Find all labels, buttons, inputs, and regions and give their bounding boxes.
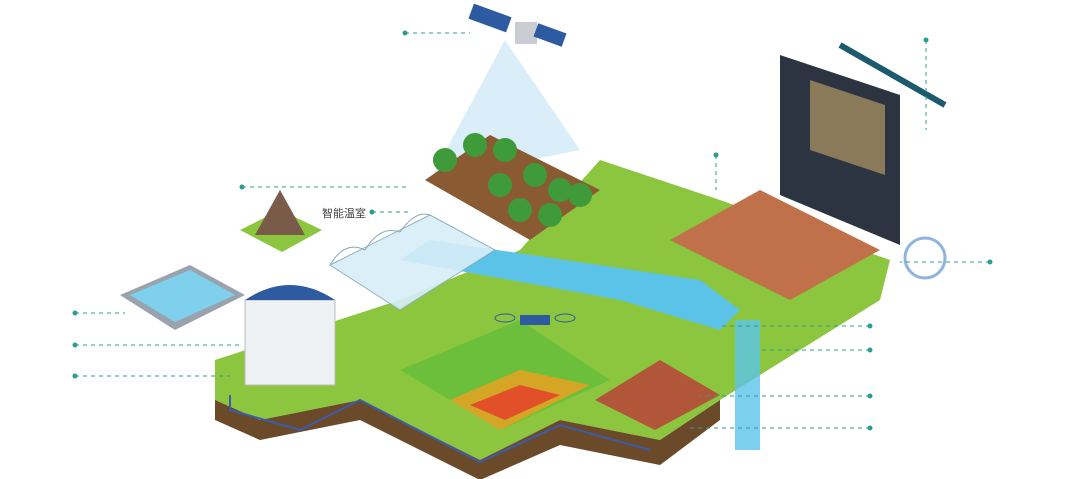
dashboard-map bbox=[810, 80, 885, 175]
decorative-bar bbox=[838, 42, 947, 108]
reservoir-water bbox=[130, 270, 235, 322]
target-ring-icon bbox=[903, 236, 947, 280]
vegetable-plot bbox=[670, 190, 880, 300]
sensor-plot bbox=[595, 360, 720, 430]
callout-lines bbox=[75, 32, 990, 429]
greenhouse bbox=[328, 213, 496, 311]
greenhouse-label: 智能温室 bbox=[322, 207, 366, 220]
satellite-icon bbox=[468, 3, 567, 47]
mountain-icon bbox=[255, 190, 305, 235]
callout-dots bbox=[72, 30, 993, 431]
boundary-line bbox=[229, 395, 651, 464]
control-building bbox=[244, 299, 336, 386]
ground-soil bbox=[215, 400, 720, 479]
waterfall bbox=[735, 320, 760, 450]
river bbox=[400, 240, 740, 330]
building-roof bbox=[245, 285, 335, 300]
crop-field bbox=[400, 320, 610, 430]
orchard-trees bbox=[433, 133, 592, 227]
drone-icon bbox=[494, 313, 576, 325]
field-heatmap-hot bbox=[470, 385, 560, 420]
